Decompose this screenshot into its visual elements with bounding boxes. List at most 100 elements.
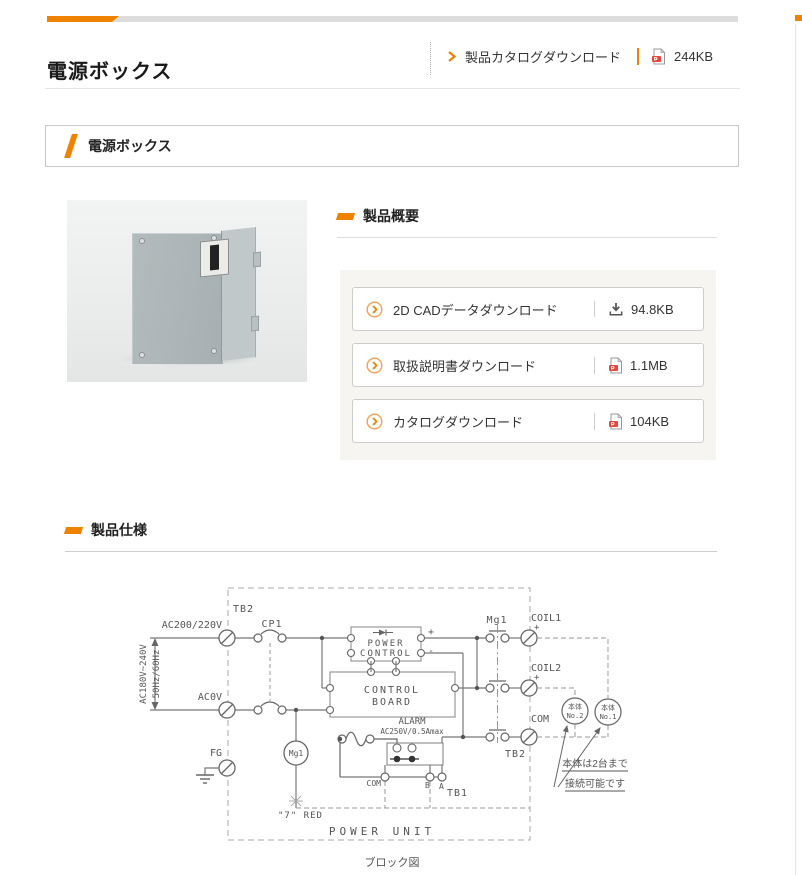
tb2-right-label: TB2 (505, 749, 526, 760)
download-file-size: 104KB (630, 413, 670, 429)
power-control-label: CONTROL (360, 649, 412, 659)
screw (211, 348, 217, 354)
diagram-caption: ブロック図 (365, 855, 420, 869)
spec-heading: 製品仕様 (63, 520, 147, 540)
coil2-plus: + (534, 673, 540, 683)
power-control-box (346, 626, 426, 666)
page-title: 電源ボックス (47, 61, 173, 84)
wire-break-mark (289, 795, 303, 807)
red-wire-label: "7" RED (278, 811, 323, 821)
slash-accent-icon (64, 134, 78, 158)
control-board-label: BOARD (372, 697, 412, 708)
external-dashed-wires (296, 637, 609, 809)
catalog-download-link[interactable]: 製品カタログダウンロード 244KB (447, 47, 713, 66)
screw (139, 352, 145, 358)
pc-plus-label: + (428, 627, 434, 638)
block-diagram: TB2 AC200/220V AC0V CP1 AC180V~240V 50Hz… (139, 587, 628, 869)
power-unit-label: POWER UNIT (329, 825, 435, 838)
dash-accent-icon (335, 212, 356, 220)
spec-underline (65, 551, 717, 552)
top-accent-bar (47, 16, 119, 22)
pdf-icon (609, 412, 623, 429)
note-arrow (557, 727, 601, 788)
product-image (67, 200, 307, 382)
dim-arrow-up (151, 638, 159, 646)
pc-minus-label: - (428, 646, 434, 657)
terminal-plate (200, 238, 229, 278)
mg1-coil (283, 740, 309, 766)
terminal-strip (210, 244, 219, 271)
circle-chevron-icon (366, 356, 383, 374)
mg1-contacts-label: Mg1 (486, 615, 507, 626)
download-icon (609, 303, 623, 316)
section-title: 電源ボックス (88, 138, 172, 154)
chevron-right-icon (448, 51, 457, 62)
com-out-label: COM (531, 714, 549, 725)
circle-chevron-icon (366, 412, 383, 430)
cp1-label: CP1 (261, 619, 282, 630)
alarm-relay (380, 742, 447, 782)
pdf-icon (609, 356, 623, 373)
section-title-box: 電源ボックス (45, 125, 739, 167)
ac0v-label: AC0V (198, 692, 222, 703)
tb1-label: TB1 (447, 788, 468, 799)
download-size-group: 94.8KB (594, 301, 690, 317)
spec-heading-label: 製品仕様 (91, 522, 147, 538)
coil1-label: COIL1 (531, 613, 561, 624)
download-label: 2D CADデータダウンロード (393, 302, 558, 318)
input-wires (150, 637, 347, 711)
unit1-label: 本体 (601, 703, 615, 712)
mount-flange (253, 251, 261, 268)
catalog-link-label: 製品カタログダウンロード (465, 50, 622, 65)
orange-divider (637, 48, 640, 65)
dash-accent-icon (63, 526, 84, 534)
screw (211, 235, 217, 241)
overview-heading-label: 製品概要 (363, 208, 419, 224)
screw (139, 238, 145, 244)
note-line2: 接続可能です (565, 777, 625, 790)
circle-chevron-icon (366, 300, 383, 318)
catalog-file-size: 244KB (674, 49, 714, 64)
download-file-size: 1.1MB (630, 357, 668, 373)
unit2-label: 本体 (568, 702, 582, 711)
top-divider-bar (47, 16, 738, 22)
download-button-2d-cad[interactable]: 2D CADデータダウンロード 94.8KB (352, 287, 704, 331)
download-size-group: 104KB (594, 412, 690, 430)
download-file-size: 94.8KB (631, 301, 674, 317)
unit-circles (561, 697, 622, 726)
right-edge-accent (795, 15, 802, 21)
unit2-number: No.2 (567, 712, 584, 720)
overview-underline (337, 237, 717, 238)
a-tb1-label: A (439, 782, 444, 791)
mg1-coil-label: Mg1 (289, 749, 304, 758)
tb2-input-terminals (218, 629, 236, 719)
alarm-label: ALARM (398, 717, 426, 727)
header-dotted-separator (430, 42, 431, 75)
ac-input-label: AC200/220V (162, 620, 222, 631)
fg-label: FG (210, 748, 222, 759)
mount-flange (251, 315, 259, 332)
com-tb1-label: COM (367, 779, 382, 788)
header-rule (45, 88, 740, 89)
unit1-number: No.1 (600, 713, 617, 721)
tb2-left-label: TB2 (233, 604, 254, 615)
control-board-box (325, 667, 460, 718)
cp1-breaker (253, 629, 287, 715)
voltage-range-label: AC180V~240V (139, 644, 149, 704)
junction-dots (293, 635, 480, 742)
alarm-rating-label: AC250V/0.5Amax (380, 727, 444, 736)
download-button-catalog[interactable]: カタログダウンロード 104KB (352, 399, 704, 443)
right-edge-line (795, 24, 796, 875)
fg-ground (196, 759, 236, 784)
pdf-icon (652, 48, 666, 65)
power-control-label: POWER (367, 639, 404, 649)
download-button-manual[interactable]: 取扱説明書ダウンロード 1.1MB (352, 343, 704, 387)
download-label: 取扱説明書ダウンロード (393, 358, 537, 374)
download-size-group: 1.1MB (594, 356, 690, 374)
download-panel: 2D CADデータダウンロード 94.8KB 取扱説明書ダウンロード 1.1MB (340, 270, 716, 460)
overview-heading: 製品概要 (335, 206, 419, 226)
dim-arrow-down (151, 702, 159, 710)
control-board-label: CONTROL (364, 685, 420, 696)
note-arrow (553, 725, 569, 788)
frequency-label: 50Hz/60Hz (152, 650, 162, 699)
